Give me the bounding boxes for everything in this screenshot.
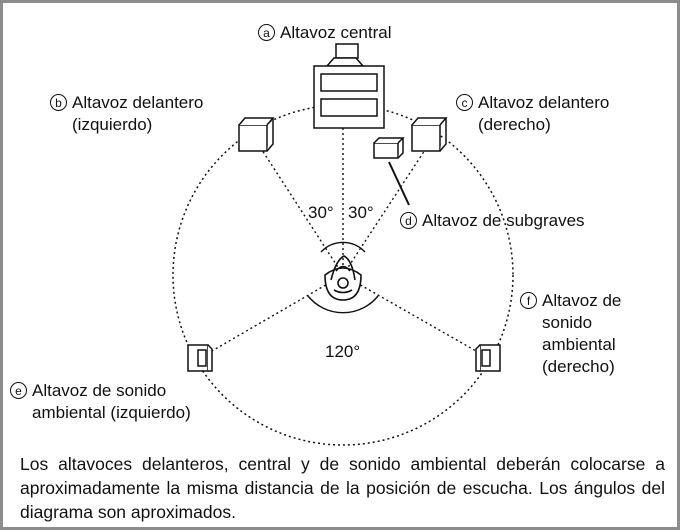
marker-d: d (400, 212, 417, 229)
rear-angle-arc (307, 295, 379, 314)
label-subwoofer: d Altavoz de subgraves (400, 210, 585, 232)
label-b-line1: Altavoz delantero (72, 93, 204, 112)
label-b-line2: (izquierdo) (72, 115, 153, 134)
label-d-text: Altavoz de subgraves (422, 211, 585, 230)
label-surround-left-speaker: e Altavoz de sonido ambiental (izquierdo) (10, 380, 191, 424)
angle-rear-label: 120° (325, 342, 360, 361)
label-c-line1: Altavoz delantero (478, 93, 610, 112)
marker-f: f (520, 292, 537, 309)
listener-icon (324, 255, 362, 301)
label-surround-right-speaker: f Altavoz de sonido ambiental (derecho) (520, 290, 621, 378)
front-right-speaker (411, 117, 448, 152)
marker-a: a (258, 24, 275, 41)
surround-left-speaker (187, 344, 213, 372)
label-f-line3: ambiental (542, 335, 616, 354)
marker-b: b (50, 94, 67, 111)
label-a-text: Altavoz central (280, 23, 392, 42)
marker-c: c (456, 94, 473, 111)
center-speaker (313, 43, 385, 129)
label-c-line2: (derecho) (478, 115, 551, 134)
sightline-rear-left (204, 274, 344, 356)
front-left-speaker (238, 117, 275, 152)
angle-left-label: 30° (308, 203, 334, 222)
label-e-line1: Altavoz de sonido (32, 381, 167, 400)
label-center-speaker: a Altavoz central (258, 22, 392, 44)
label-front-right-speaker: c Altavoz delantero (derecho) (456, 92, 609, 136)
label-f-line2: sonido (542, 313, 593, 332)
label-e-line2: ambiental (izquierdo) (32, 403, 191, 422)
marker-e: e (10, 382, 27, 399)
label-front-left-speaker: b Altavoz delantero (izquierdo) (50, 92, 203, 136)
front-angle-arc (320, 241, 366, 253)
angle-right-label: 30° (348, 203, 374, 222)
caption-text: Los altavoces delanteros, central y de s… (20, 454, 665, 522)
subwoofer (373, 137, 410, 206)
sightline-rear-right (342, 274, 484, 356)
surround-right-speaker (475, 344, 501, 372)
label-f-line1: Altavoz de (542, 291, 622, 310)
label-f-line4: (derecho) (542, 357, 615, 376)
